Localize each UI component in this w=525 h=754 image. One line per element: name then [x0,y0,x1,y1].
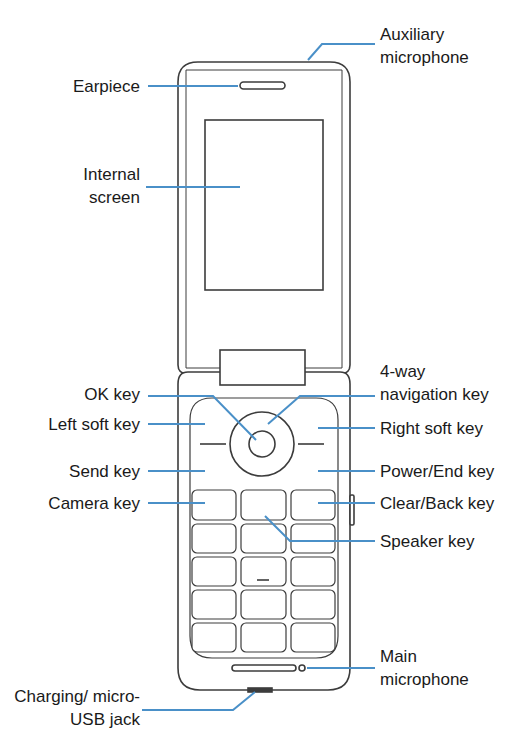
part-label: OK key [84,383,140,406]
part-label: Power/End key [380,460,494,483]
earpiece-slot [240,82,285,89]
part-label: Earpiece [73,75,140,98]
part-label: Camera key [48,492,140,515]
part-label: Speaker key [380,530,475,553]
key-grid [192,490,335,652]
part-label: Send key [69,460,140,483]
main-mic-hole [299,665,305,671]
part-label: Clear/Back key [380,492,494,515]
part-label: Auxiliary microphone [380,23,480,69]
part-label: 4-way navigation key [380,360,498,406]
side-button [350,495,354,525]
part-label: Left soft key [48,413,140,436]
ok-button [249,431,275,457]
navigation-ring [230,412,294,476]
upper-housing [178,62,350,374]
lower-housing [178,372,350,690]
hinge [220,350,305,385]
usb-jack [248,688,272,692]
leader-lines [142,44,375,710]
part-label: Right soft key [380,417,483,440]
internal-screen [205,120,323,290]
part-label: Charging/ micro-USB jack [12,685,140,731]
part-label: Main microphone [380,645,480,691]
keypad-outline [190,398,338,658]
speaker-slot [232,665,296,671]
part-label: Internal screen [70,163,140,209]
